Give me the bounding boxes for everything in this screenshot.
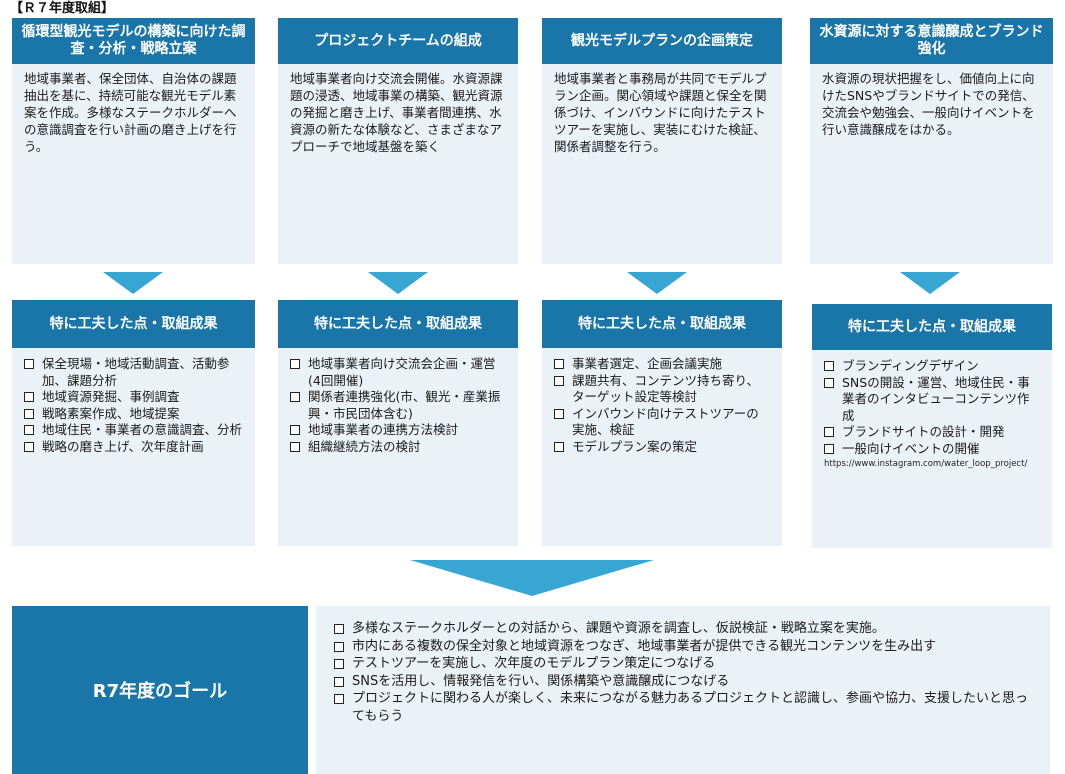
column-2-result-title: 特に工夫した点・取組成果 [278,300,518,348]
list-item: 課題共有、コンテンツ持ち寄り、ターゲット設定等検討 [554,373,770,406]
instagram-url-link[interactable]: https://www.instagram.com/water_loop_pro… [824,459,1028,469]
list-item: 地域事業者の連携方法検討 [290,422,506,439]
column-2-title: プロジェクトチームの組成 [278,18,518,64]
goal-item: 市内にある複数の保全対象と地域資源をつなぎ、地域事業者が提供できる観光コンテンツ… [334,638,1034,656]
list-item-text: 戦略の磨き上げ、次年度計画 [42,438,204,454]
list-item-text: ブランドサイトの設計・開発 [842,424,1005,439]
goal-item-text: テストツアーを実施し、次年度のモデルプラン策定につなげる [352,656,716,671]
goal-item-text: SNSを活用し、情報発信を行い、関係構築や意識醸成につなげる [352,673,730,689]
column-1-top: 循環型観光モデルの構築に向けた調査・分析・戦略立案 地域事業者、保全団体、自治体… [12,18,255,264]
column-2-arrow-icon [368,272,428,294]
checkbox-icon [334,641,344,652]
column-1-results: 特に工夫した点・取組成果 保全現場・地域活動調査、活動参加、課題分析 地域資源発… [12,300,255,546]
checkbox-icon [824,443,834,454]
checkbox-icon [290,425,300,435]
list-item-text: 課題共有、コンテンツ持ち寄り、ターゲット設定等検討 [572,372,760,405]
checkbox-icon [824,377,834,388]
checkbox-icon [24,441,34,452]
goal-item-text: プロジェクトに関わる人が楽しく、未来につながる魅力あるプロジェクトと認識し、参画… [352,691,1029,724]
list-item-text: 事業者選定、企画会議実施 [572,356,723,371]
list-item-text: インバウンド向けテストツアーの実施、検証 [572,405,759,438]
column-3-result-title: 特に工夫した点・取組成果 [542,300,782,348]
list-item: 戦略素案作成、地域提案 [24,406,243,423]
checkbox-icon [24,359,34,369]
column-4-top: 水資源に対する意識醸成とブランド強化 水資源の現状把握をし、価値向上に向けたSN… [810,18,1053,264]
list-item: インバウンド向けテストツアーの実施、検証 [554,406,770,439]
checkbox-icon [290,359,300,369]
column-3-description: 地域事業者と事務局が共同でモデルプラン企画。関心領域や課題と保全を関係づけ、イン… [542,64,782,264]
goal-item: 多様なステークホルダーとの対話から、課題や資源を調査し、仮説検証・戦略立案を実施… [334,620,1034,638]
checkbox-icon [290,392,300,402]
checkbox-icon [824,361,834,371]
list-item-text: 戦略素案作成、地域提案 [42,405,180,421]
column-2-results: 特に工夫した点・取組成果 地域事業者向け交流会企画・運営(4回開催) 関係者連携… [278,300,518,546]
list-item: 地域資源発掘、事例調査 [24,389,243,406]
checkbox-icon [24,392,34,402]
list-item-text: モデルプラン案の策定 [572,438,698,454]
column-4-result-panel: ブランディングデザイン SNSの開設・運営、地域住民・事業者のインタビューコンテ… [812,350,1052,548]
goal-panel: 多様なステークホルダーとの対話から、課題や資源を調査し、仮説検証・戦略立案を実施… [316,606,1050,774]
column-3-top: 観光モデルプランの企画策定 地域事業者と事務局が共同でモデルプラン企画。関心領域… [542,18,782,264]
column-1-title: 循環型観光モデルの構築に向けた調査・分析・戦略立案 [12,18,255,64]
list-item-text: 地域資源発掘、事例調査 [42,389,180,404]
list-item: 組織継続方法の検討 [290,439,506,456]
page-label: 【Ｒ７年度取組】 [10,1,115,16]
list-item-text: ブランディングデザイン [842,358,979,373]
checkbox-icon [290,441,300,452]
goal-label: R7年度のゴール [12,606,308,774]
checkbox-icon [554,359,564,369]
column-4-result-title: 特に工夫した点・取組成果 [812,304,1052,350]
column-1-result-panel: 保全現場・地域活動調査、活動参加、課題分析 地域資源発掘、事例調査 戦略素案作成… [12,348,255,546]
checkbox-icon [554,375,564,386]
column-3-results: 特に工夫した点・取組成果 事業者選定、企画会議実施 課題共有、コンテンツ持ち寄り… [542,300,782,546]
list-item: 保全現場・地域活動調査、活動参加、課題分析 [24,356,243,389]
list-item: SNSの開設・運営、地域住民・事業者のインタビューコンテンツ作成 [824,375,1040,425]
column-4-arrow-icon [900,272,960,294]
list-item-text: 保全現場・地域活動調査、活動参加、課題分析 [42,356,230,388]
column-4-results: 特に工夫した点・取組成果 ブランディングデザイン SNSの開設・運営、地域住民・… [812,304,1052,548]
checkbox-icon [24,425,34,435]
checkbox-icon [824,427,834,437]
column-1-description: 地域事業者、保全団体、自治体の課題抽出を基に、持続可能な観光モデル素案を作成。多… [12,64,255,264]
column-2-top: プロジェクトチームの組成 地域事業者向け交流会開催。水資源課題の浸透、地域事業の… [278,18,518,264]
column-3-title: 観光モデルプランの企画策定 [542,18,782,64]
checkbox-icon [334,676,344,687]
list-item: 関係者連携強化(市、観光・産業振興・市民団体含む) [290,389,506,422]
list-item: ブランドサイトの設計・開発 [824,424,1040,441]
column-2-description: 地域事業者向け交流会開催。水資源課題の浸透、地域事業の構築、観光資源の発掘と磨き… [278,64,518,264]
column-3-arrow-icon [627,272,687,294]
list-item: モデルプラン案の策定 [554,439,770,456]
goal-item-text: 市内にある複数の保全対象と地域資源をつなぎ、地域事業者が提供できる観光コンテンツ… [352,638,937,654]
list-item-text: 地域事業者の連携方法検討 [308,422,459,437]
column-1-arrow-icon [103,272,163,294]
column-2-result-panel: 地域事業者向け交流会企画・運営(4回開催) 関係者連携強化(市、観光・産業振興・… [278,348,518,546]
list-item: 地域事業者向け交流会企画・運営(4回開催) [290,356,506,389]
checkbox-icon [334,659,344,669]
list-item-text: 一般向けイベントの開催 [842,440,980,456]
goal-item-text: 多様なステークホルダーとの対話から、課題や資源を調査し、仮説検証・戦略立案を実施… [352,621,885,636]
list-item: 地域住民・事業者の意識調査、分析 [24,422,243,439]
list-item: 事業者選定、企画会議実施 [554,356,770,373]
checkbox-icon [554,408,564,419]
goal-item: テストツアーを実施し、次年度のモデルプラン策定につなげる [334,655,1034,673]
list-item-text: 地域住民・事業者の意識調査、分析 [42,422,243,437]
list-item-text: 関係者連携強化(市、観光・産業振興・市民団体含む) [308,389,501,421]
list-item-text: 地域事業者向け交流会企画・運営(4回開催) [308,356,496,388]
checkbox-icon [334,694,344,704]
checkbox-icon [554,441,564,452]
list-item: 戦略の磨き上げ、次年度計画 [24,439,243,456]
list-item: 一般向けイベントの開催 [824,441,1040,458]
goal-item: プロジェクトに関わる人が楽しく、未来につながる魅力あるプロジェクトと認識し、参画… [334,690,1034,725]
column-1-result-title: 特に工夫した点・取組成果 [12,300,255,348]
column-4-description: 水資源の現状把握をし、価値向上に向けたSNSやブランドサイトでの発信、交流会や勉… [810,64,1053,264]
list-item-text: 組織継続方法の検討 [308,438,421,454]
goal-item: SNSを活用し、情報発信を行い、関係構築や意識醸成につなげる [334,673,1034,691]
column-4-title: 水資源に対する意識醸成とブランド強化 [810,18,1053,64]
goal-arrow-icon [410,560,654,596]
checkbox-icon [334,624,344,634]
list-item-text: SNSの開設・運営、地域住民・事業者のインタビューコンテンツ作成 [842,374,1030,423]
list-item: ブランディングデザイン [824,358,1040,375]
checkbox-icon [24,408,34,419]
column-3-result-panel: 事業者選定、企画会議実施 課題共有、コンテンツ持ち寄り、ターゲット設定等検討 イ… [542,348,782,546]
